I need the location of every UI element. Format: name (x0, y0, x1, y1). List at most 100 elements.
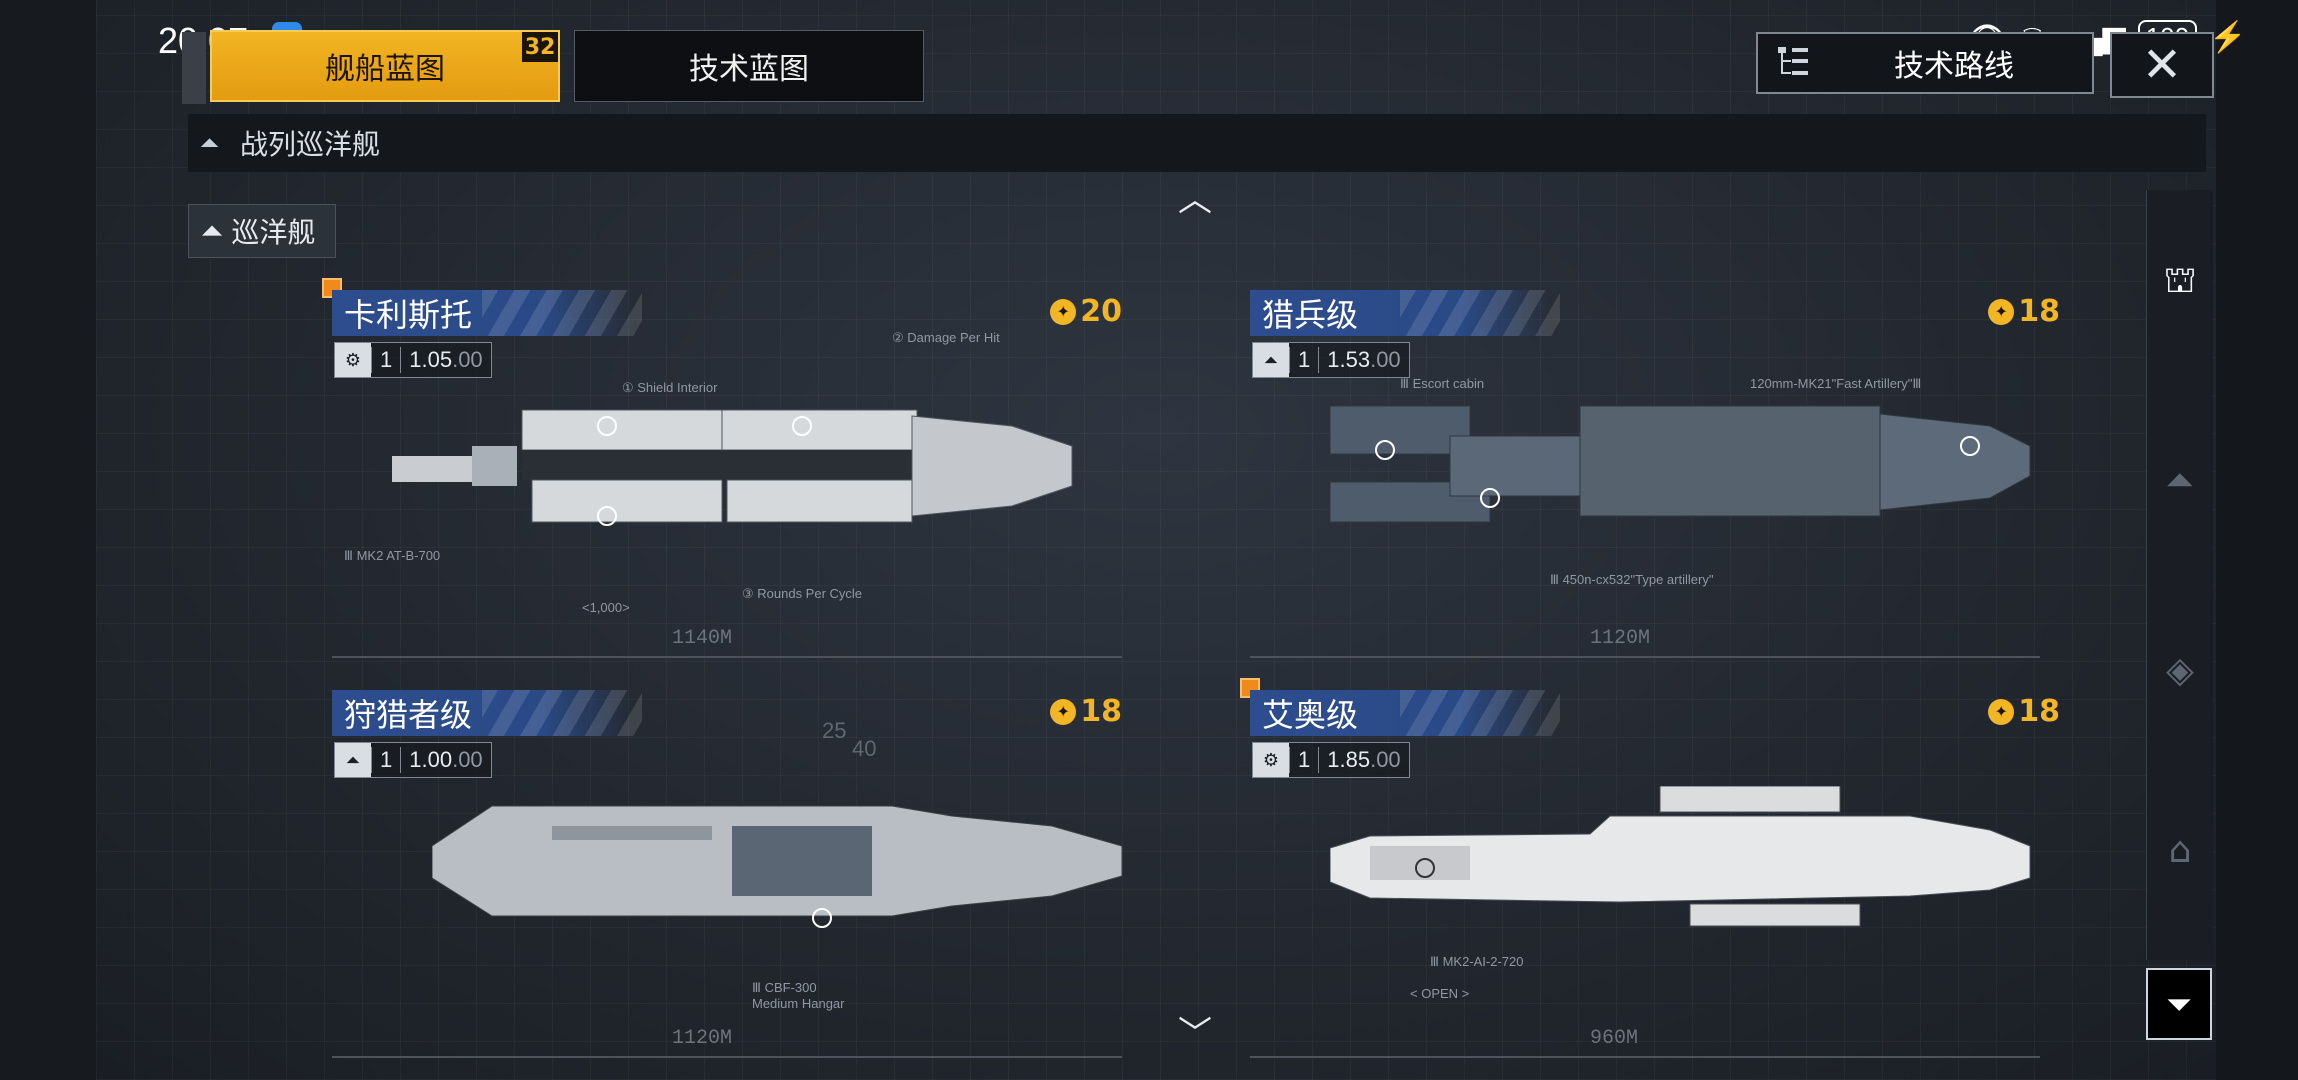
tech-route-button[interactable]: 技术路线 (1756, 32, 2094, 94)
ship-name-band: 艾奥级 (1250, 690, 1560, 736)
stat-suffix: .00 (1370, 747, 1401, 772)
ruler-line (1250, 656, 2040, 658)
ship-name: 狩猎者级 (344, 696, 473, 734)
frigate-icon[interactable]: ◈ (2166, 650, 2194, 691)
stat-number: 1.05 (409, 347, 453, 372)
stat-suffix: .00 (1370, 347, 1401, 372)
chevron-up-icon[interactable]: ︿ (1178, 180, 1212, 220)
ship-tag: Ⅲ 450n-cx532"Type artillery" (1550, 572, 1714, 587)
battlecruiser-icon: ⏶ (200, 129, 220, 157)
ship-cost: ✦18 (1988, 294, 2060, 329)
ship-name: 猎兵级 (1262, 296, 1359, 334)
stat-suffix: .00 (452, 747, 483, 772)
cost-value: 20 (1080, 294, 1122, 329)
module-icon: ⚙ (1253, 743, 1289, 777)
cruiser-class-icon: ⏶ (201, 214, 224, 247)
stat-suffix: .00 (452, 347, 483, 372)
blueprint-cost-icon: ✦ (1050, 298, 1077, 325)
ship-name: 卡利斯托 (344, 296, 473, 334)
tab-ship-blueprint-label: 舰船蓝图 (325, 52, 445, 87)
category-label: 战列巡洋舰 (240, 128, 381, 161)
ship-tag: Ⅲ Escort cabin (1400, 376, 1485, 391)
ship-card[interactable]: 卡利斯托 ✦20 ⚙ 1 1.05.00 ② Damage Per Hit ① … (322, 278, 1122, 658)
tab-tech-blueprint-label: 技术蓝图 (689, 52, 809, 87)
blueprint-cost-icon: ✦ (1988, 698, 2015, 725)
stat-number: 1.00 (409, 747, 453, 772)
tab-ship-blueprint[interactable]: 舰船蓝图 32 (182, 30, 560, 104)
ship-tag: <1,000> (582, 600, 630, 615)
stat-number: 1.85 (1327, 747, 1371, 772)
stat-number: 1.53 (1327, 347, 1371, 372)
subcategory-chip[interactable]: ⏶ 巡洋舰 (188, 204, 337, 258)
ship-card[interactable]: 艾奥级 ✦18 ⚙ 1 1.85.00 Ⅲ MK2-AI-2-720 < OPE… (1240, 678, 2060, 1058)
close-icon: ✕ (2141, 37, 2183, 93)
ship-length: 1120M (672, 1027, 733, 1050)
ship-tag: 40 (852, 736, 877, 761)
ship-name: 艾奥级 (1262, 696, 1359, 734)
cost-value: 18 (2018, 294, 2060, 329)
subcategory-label: 巡洋舰 (231, 216, 316, 249)
cost-value: 18 (2018, 694, 2060, 729)
corvette-icon[interactable]: ⌂ (2168, 830, 2192, 871)
tech-route-label: 技术路线 (1894, 49, 2014, 84)
ship-stat: ⚙ 1 1.05.00 (334, 342, 492, 378)
ship-image (432, 805, 1123, 928)
ship-stat: ⚙ 1 1.85.00 (1252, 742, 1410, 778)
category-bar[interactable]: ⏶ 战列巡洋舰 (188, 114, 2206, 172)
ship-image (1330, 786, 2031, 927)
ship-type-sidebar: ⛫ ⏶ ◈ ⌂ (2146, 190, 2213, 960)
ship-cost: ✦18 (1050, 694, 1122, 729)
ship-name-band: 卡利斯托 (332, 290, 642, 336)
ship-tag: < OPEN > (1410, 986, 1470, 1001)
ship-tag: Medium Hangar (752, 996, 845, 1011)
charging-icon: ⚡ (2209, 20, 2247, 54)
ship-tag: 25 (822, 718, 847, 743)
cruiser-stat-icon: ⏶ (1253, 343, 1289, 377)
filter-icon: ⏷ (2166, 984, 2192, 1023)
ship-tag: ① Shield Interior (622, 380, 718, 395)
cost-value: 18 (1080, 694, 1122, 729)
ship-length: 960M (1590, 1027, 1639, 1050)
ship-cost: ✦20 (1050, 294, 1122, 329)
game-stage (96, 0, 2216, 1080)
close-button[interactable]: ✕ (2110, 32, 2214, 98)
stat-value: 1.53.00 (1319, 347, 1408, 373)
stat-tier: 1 (371, 747, 402, 773)
ship-length: 1120M (1590, 627, 1651, 650)
tree-list-icon (1776, 45, 1816, 81)
cruiser-icon[interactable]: ⏶ (2165, 460, 2195, 501)
ship-tag: ③ Rounds Per Cycle (742, 586, 863, 601)
ship-tag: Ⅲ MK2 AT-B-700 (344, 548, 441, 563)
chevron-down-icon[interactable]: ﹀ (1178, 1014, 1212, 1054)
tab-tech-blueprint[interactable]: 技术蓝图 (574, 30, 924, 102)
ship-cost: ✦18 (1988, 694, 2060, 729)
ship-image (392, 409, 1073, 526)
right-margin (2216, 0, 2298, 1080)
ship-tag: 120mm-MK21"Fast Artillery"Ⅲ (1750, 376, 1922, 391)
ship-tag: Ⅲ CBF-300 (752, 980, 817, 995)
stat-value: 1.85.00 (1319, 747, 1408, 773)
ship-card[interactable]: 猎兵级 ✦18 ⏶ 1 1.53.00 Ⅲ Escort cabin 120mm… (1250, 290, 2060, 658)
ship-name-band: 狩猎者级 (332, 690, 642, 736)
ship-length: 1140M (672, 627, 733, 650)
stat-tier: 1 (1289, 347, 1320, 373)
module-icon: ⚙ (335, 343, 371, 377)
ship-stat: ⏶ 1 1.00.00 (334, 742, 492, 778)
blueprint-cost-icon: ✦ (1988, 298, 2015, 325)
stat-tier: 1 (371, 347, 402, 373)
stat-value: 1.05.00 (401, 347, 490, 373)
ship-card[interactable]: 狩猎者级 ✦18 ⏶ 1 1.00.00 Ⅲ CBF-300 Medium Ha… (332, 690, 1123, 1058)
ship-stat: ⏶ 1 1.53.00 (1252, 342, 1410, 378)
stat-value: 1.00.00 (401, 747, 490, 773)
carrier-icon[interactable]: ⛫ (2163, 260, 2197, 301)
ruler-line (332, 656, 1122, 658)
stat-tier: 1 (1289, 747, 1320, 773)
left-margin (0, 0, 96, 1080)
ruler-line (1250, 1056, 2040, 1058)
ship-count-badge: 32 (522, 32, 558, 62)
ship-image (1330, 405, 2031, 523)
ruler-line (332, 1056, 1122, 1058)
ship-tag: Ⅲ MK2-AI-2-720 (1430, 954, 1524, 969)
blueprint-cost-icon: ✦ (1050, 698, 1077, 725)
filter-button[interactable]: ⏷ (2146, 968, 2212, 1040)
